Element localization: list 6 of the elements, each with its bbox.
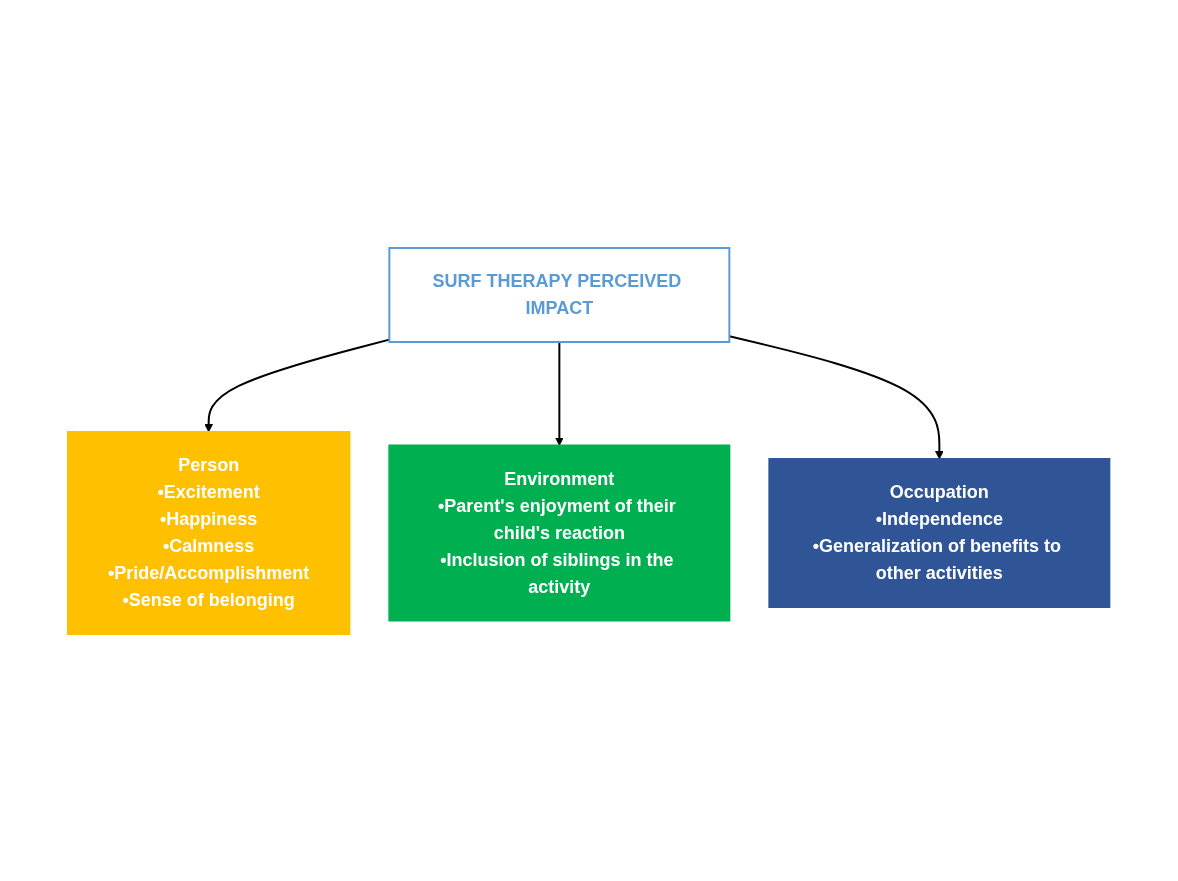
arrow	[204, 338, 391, 432]
node-box: Occupation •Independence •Generalization of benefits to other activities	[768, 457, 1111, 608]
node-box: Environment •Parent's enjoyment of their child's reaction •Inclusion of siblings in the activity	[388, 444, 731, 621]
arrow	[555, 340, 565, 446]
node-box: SURF THERAPY PERCEIVED IMPACT	[388, 246, 731, 343]
node-box: Person •Excitement •Happiness •Calmness •Pride/Accomplishment •Sense of belonging	[67, 430, 351, 635]
